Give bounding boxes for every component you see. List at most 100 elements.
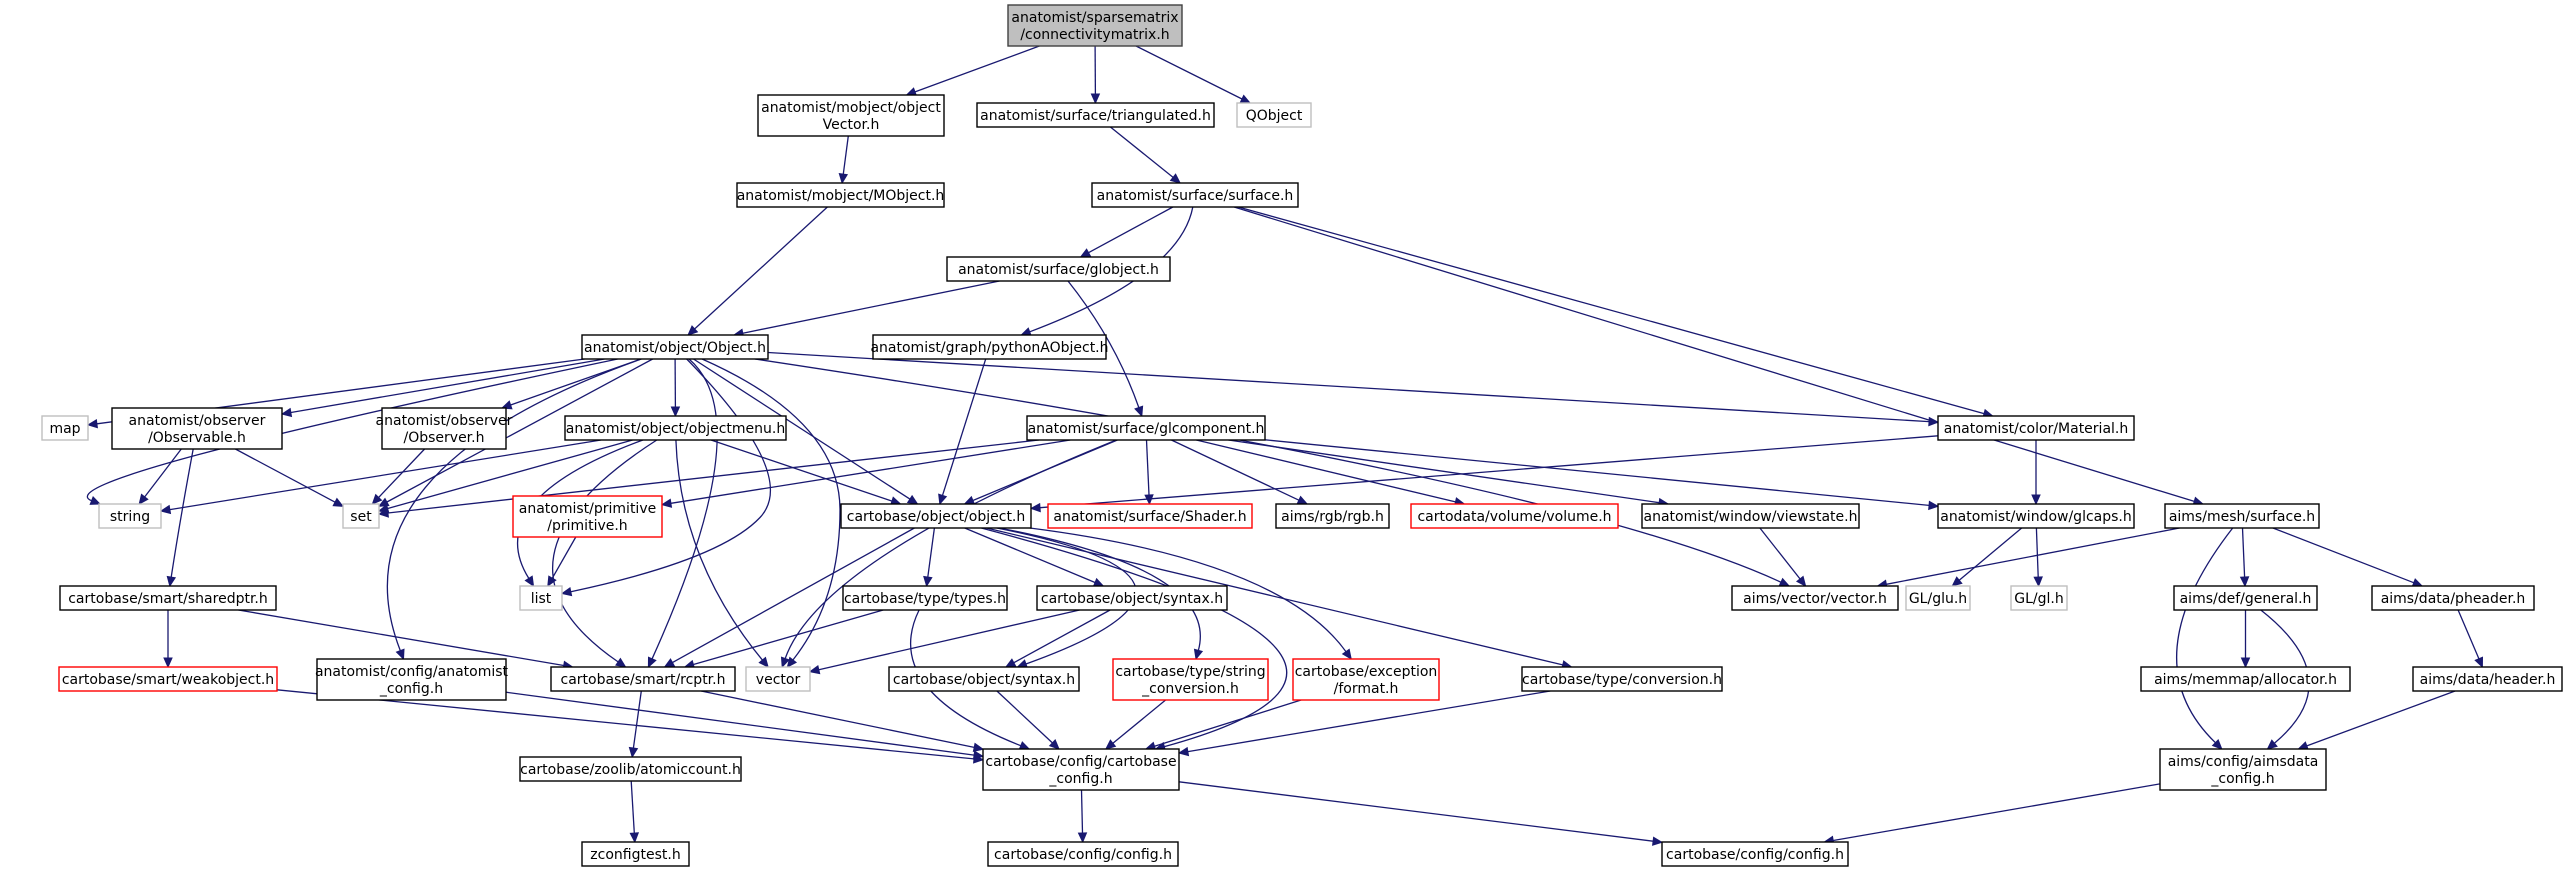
node-zconfigtest[interactable]: zconfigtest.h [581, 841, 690, 867]
edge-globject-to-glcomponent [1067, 280, 1140, 408]
arrowhead [660, 498, 673, 508]
node-object[interactable]: anatomist/object/Object.h [581, 334, 769, 360]
node-label: cartobase/object/object.h [847, 509, 1026, 525]
arrowhead [1951, 576, 1963, 587]
node-label: vector [756, 672, 801, 688]
node-label: cartobase/type/string [1115, 664, 1265, 680]
node-vectorh[interactable]: aims/vector/vector.h [1731, 585, 1899, 611]
arrowhead [1652, 836, 1664, 846]
node-label: GL/glu.h [1909, 591, 1967, 607]
node-cbsyntax2[interactable]: cartobase/object/syntax.h [888, 666, 1080, 692]
edge-surface-to-globject [1088, 206, 1174, 254]
arrowhead [163, 657, 173, 669]
node-box [381, 407, 507, 450]
node-format[interactable]: cartobase/exception/format.h [1292, 658, 1440, 701]
node-cbsyntaxh[interactable]: cartobase/object/syntax.h [1036, 585, 1228, 611]
arrowhead [663, 658, 676, 668]
node-label: cartobase/exception [1295, 664, 1438, 680]
node-box [2159, 748, 2327, 791]
node-rgb[interactable]: aims/rgb/rgb.h [1275, 503, 1390, 529]
node-observer[interactable]: anatomist/observer/Observer.h [376, 407, 513, 450]
node-stringconv[interactable]: cartobase/type/string_conversion.h [1112, 658, 1269, 701]
node-conversion[interactable]: cartobase/type/conversion.h [1521, 666, 1723, 692]
node-glcaps[interactable]: anatomist/window/glcaps.h [1937, 503, 2135, 529]
node-string: string [98, 503, 162, 529]
edge-rcptr-to-atomiccount [632, 690, 642, 749]
arrowhead [963, 495, 976, 505]
node-material[interactable]: anatomist/color/Material.h [1937, 415, 2135, 441]
edge-glcomponent-to-volume [1196, 439, 1456, 503]
edge-weakobject-to-cbconfig [276, 689, 975, 760]
node-pheader[interactable]: aims/data/pheader.h [2371, 585, 2535, 611]
edge-cbobject-to-stringconv [998, 527, 1201, 651]
node-glu: GL/glu.h [1905, 585, 1971, 611]
node-label: anatomist/color/Material.h [1944, 421, 2129, 437]
node-box [736, 182, 945, 208]
edge-objectmenu-to-set [387, 439, 633, 510]
node-mobject[interactable]: anatomist/mobject/MObject.h [736, 182, 945, 208]
node-cbconfig[interactable]: cartobase/config/cartobase_config.h [982, 748, 1180, 791]
node-label: anatomist/mobject/MObject.h [737, 188, 945, 204]
node-weakobject[interactable]: cartobase/smart/weakobject.h [58, 666, 278, 692]
node-defgeneral[interactable]: aims/def/general.h [2173, 585, 2318, 611]
node-label: string [110, 509, 150, 525]
node-shader[interactable]: anatomist/surface/Shader.h [1047, 503, 1253, 529]
node-primitive[interactable]: anatomist/primitive/primitive.h [512, 495, 663, 538]
node-types[interactable]: cartobase/type/types.h [842, 585, 1008, 611]
node-box [872, 334, 1107, 360]
node-globject[interactable]: anatomist/surface/globject.h [946, 256, 1171, 282]
node-label: anatomist/object/objectmenu.h [566, 421, 785, 437]
node-label: Vector.h [823, 117, 880, 133]
arrowhead [395, 648, 405, 661]
node-sharedptr[interactable]: cartobase/smart/sharedptr.h [59, 585, 277, 611]
node-label: anatomist/sparsematrix [1011, 10, 1178, 26]
node-anaconfig[interactable]: anatomist/config/anatomist_config.h [315, 658, 509, 701]
node-glcomponent[interactable]: anatomist/surface/glcomponent.h [1026, 415, 1266, 441]
node-atomiccount[interactable]: cartobase/zoolib/atomiccount.h [519, 756, 742, 782]
node-label: anatomist/observer [376, 413, 513, 429]
edge-conversion-to-cbconfig [1187, 690, 1551, 753]
node-objectmenu[interactable]: anatomist/object/objectmenu.h [564, 415, 787, 441]
node-rcptr[interactable]: cartobase/smart/rcptr.h [550, 666, 736, 692]
node-configh1[interactable]: cartobase/config/config.h [987, 841, 1179, 867]
node-pythonaobject[interactable]: anatomist/graph/pythonAObject.h [870, 334, 1109, 360]
node-label: /primitive.h [547, 518, 627, 534]
node-surface[interactable]: anatomist/surface/surface.h [1091, 182, 1299, 208]
arrowhead [906, 494, 919, 505]
node-label: /Observer.h [404, 430, 485, 446]
node-meshsurface[interactable]: aims/mesh/surface.h [2164, 503, 2320, 529]
edge-object-to-rcptr [651, 358, 718, 660]
arrowhead [972, 750, 985, 760]
node-label: _conversion.h [1141, 681, 1239, 697]
node-header[interactable]: aims/data/header.h [2412, 666, 2563, 692]
node-box [59, 585, 277, 611]
node-cbobject[interactable]: cartobase/object/object.h [840, 503, 1032, 529]
node-root[interactable]: anatomist/sparsematrix/connectivitymatri… [1007, 4, 1183, 47]
node-label: anatomist/window/glcaps.h [1940, 509, 2132, 525]
edge-objectmenu-to-rcptr [552, 439, 658, 663]
node-box [982, 748, 1180, 791]
edge-atomiccount-to-zconfigtest [630, 780, 635, 834]
arrowhead [1104, 739, 1117, 750]
node-volume[interactable]: cartodata/volume/volume.h [1410, 503, 1619, 529]
node-label: anatomist/window/viewstate.h [1644, 509, 1858, 525]
node-qobject: QObject [1236, 102, 1312, 128]
node-box [1937, 415, 2135, 441]
node-allocator[interactable]: aims/memmap/allocator.h [2140, 666, 2351, 692]
node-label: aims/rgb/rgb.h [1281, 509, 1384, 525]
arrowhead [1169, 173, 1182, 184]
node-aimsdataconfig[interactable]: aims/config/aimsdata_config.h [2159, 748, 2327, 791]
node-viewstate[interactable]: anatomist/window/viewstate.h [1641, 503, 1860, 529]
node-label: aims/def/general.h [2180, 591, 2312, 607]
node-triangulated[interactable]: anatomist/surface/triangulated.h [976, 102, 1215, 128]
arrowhead [780, 656, 790, 669]
node-box [1007, 4, 1183, 47]
edge-root-to-qobject [1135, 45, 1243, 100]
edge-glcomponent-to-rgb [1171, 439, 1300, 501]
edge-cbobject-to-cbconfig [981, 527, 1288, 748]
node-observable[interactable]: anatomist/observer/Observable.h [111, 407, 283, 450]
edge-viewstate-to-vectorh [1759, 527, 1801, 580]
node-configh2[interactable]: cartobase/config/config.h [1661, 841, 1849, 867]
edge-layer [86, 45, 2484, 846]
